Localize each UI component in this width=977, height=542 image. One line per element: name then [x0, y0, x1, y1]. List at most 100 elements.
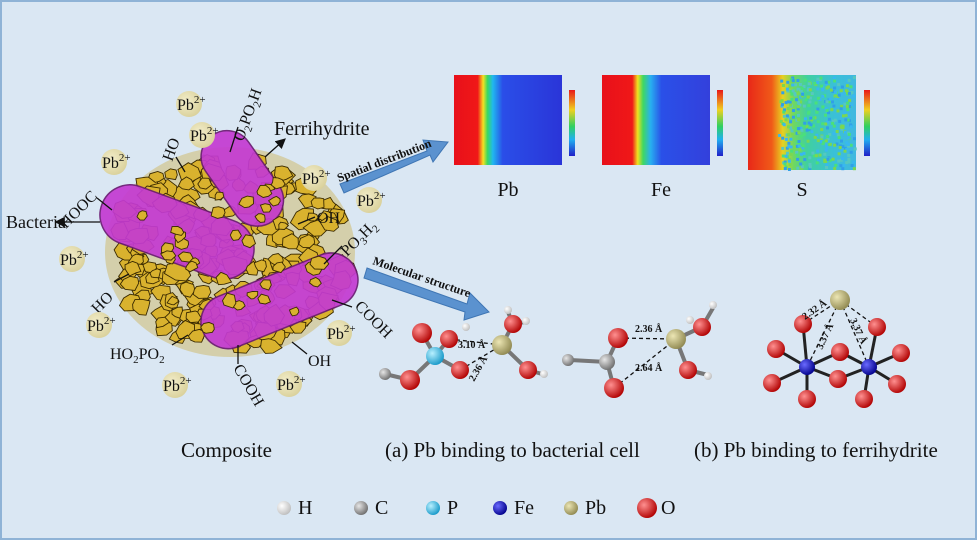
map-s-speckle — [821, 94, 825, 98]
ferrihydrite-particle — [155, 316, 171, 329]
map-s-speckle — [848, 98, 852, 102]
map-s-speckle — [808, 165, 812, 169]
map-s-speckle — [852, 94, 856, 98]
map-s-speckle — [808, 126, 812, 130]
map-s-speckle — [832, 119, 835, 123]
map-s-speckle — [790, 92, 794, 96]
map-s-speckle — [800, 87, 804, 90]
map-s-speckle — [804, 98, 808, 102]
pb-ion-label: Pb2+ — [87, 315, 116, 335]
ferrihydrite-particle — [246, 290, 259, 300]
pb-ion-label: Pb2+ — [102, 152, 131, 172]
ferrihydrite-particle — [136, 210, 148, 221]
pb-ion-label: Pb2+ — [177, 94, 206, 114]
map-s-speckle — [849, 85, 853, 89]
pb-ion-circle — [189, 122, 215, 148]
map-s-speckle — [784, 154, 788, 158]
map-s-speckle — [832, 132, 836, 136]
map-s-speckle — [804, 117, 807, 121]
map-s-speckle — [842, 163, 846, 167]
map-s-speckle — [796, 166, 800, 170]
structure-bacterial-binding-2: 2.36 Å 2.64 Å — [562, 301, 717, 398]
distance-a1: 3.10 Å — [458, 339, 486, 351]
map-s-speckle — [797, 144, 801, 148]
map-s-speckle — [797, 113, 800, 117]
map-s-speckle — [810, 130, 814, 134]
map-s-speckle — [833, 90, 837, 94]
map-s-speckle — [781, 91, 785, 95]
map-s-speckle — [815, 133, 819, 137]
map-s-speckle — [846, 90, 849, 94]
map-s-speckle — [797, 140, 801, 143]
distance-c3: 3.37 Å — [847, 316, 870, 346]
map-s-speckle — [798, 83, 802, 86]
ferrihydrite-particle — [132, 298, 151, 316]
map-s-speckle — [808, 162, 812, 166]
map-s-speckle — [810, 118, 814, 122]
map-s-speckle — [816, 149, 820, 153]
map-s-speckle — [791, 89, 795, 93]
map-label-s: S — [796, 179, 807, 201]
ferrihydrite-particle — [171, 306, 184, 319]
pb-ion-label: Pb2+ — [163, 375, 192, 395]
map-s-speckle — [847, 143, 850, 146]
map-s-speckle — [784, 101, 788, 105]
map-s-speckle — [839, 89, 843, 93]
ferrihydrite-particle — [229, 229, 242, 241]
map-s-speckle — [836, 109, 840, 113]
map-fe: Fe — [602, 75, 723, 201]
group-o2po2h: O2PO2H — [231, 86, 269, 145]
map-s-speckle — [796, 87, 800, 91]
map-s-speckle — [785, 146, 789, 150]
map-s-speckle — [786, 87, 789, 91]
ferrihydrite-particle — [179, 281, 196, 298]
map-s-speckle — [833, 86, 837, 90]
map-s-speckle — [787, 144, 791, 148]
map-s-speckle — [846, 108, 850, 112]
pb-ion-label: Pb2+ — [190, 125, 219, 145]
map-s-speckle — [808, 88, 812, 92]
map-s-speckle — [847, 153, 851, 157]
map-s-speckle — [781, 102, 784, 106]
caption-bacterial: (a) Pb binding to bacterial cell — [385, 438, 640, 462]
map-s-speckle — [780, 79, 784, 83]
map-s-speckle — [800, 134, 803, 138]
map-s-speckle — [801, 146, 805, 150]
map-s-speckle — [827, 117, 831, 121]
map-s-speckle — [783, 167, 787, 171]
map-s-speckle — [840, 139, 843, 143]
map-s-speckle — [789, 152, 793, 156]
map-s-speckle — [811, 151, 815, 155]
map-s-speckle — [789, 137, 793, 141]
group-oh-right: OH — [317, 210, 341, 227]
map-s-speckle — [824, 148, 828, 152]
map-s-speckle — [797, 127, 801, 130]
map-s-speckle — [806, 139, 810, 143]
map-s-speckle — [826, 157, 830, 161]
map-s-speckle — [845, 84, 849, 88]
ferrihydrite-particle — [270, 177, 286, 190]
map-s-speckle — [795, 150, 799, 154]
map-s-speckle — [830, 108, 834, 112]
map-s-speckle — [799, 126, 803, 130]
map-s-speckle — [816, 139, 820, 143]
map-s-speckle — [790, 149, 794, 153]
map-s-speckle — [824, 80, 828, 84]
map-s-speckle — [824, 139, 828, 143]
map-s-speckle — [791, 79, 795, 83]
map-s-speckle — [798, 103, 802, 107]
map-s-speckle — [790, 98, 794, 101]
legend-label-fe: Fe — [514, 497, 534, 519]
map-s-speckle — [798, 166, 802, 170]
caption-ferrihydrite: (b) Pb binding to ferrihydrite — [694, 438, 938, 462]
map-s-speckle — [801, 124, 805, 128]
map-s-speckle — [833, 94, 837, 98]
ferrihydrite-particle — [260, 338, 283, 354]
map-s-speckle — [782, 110, 786, 114]
map-s-speckle — [820, 128, 824, 132]
map-s-speckle — [823, 94, 827, 98]
map-s-speckle — [799, 100, 802, 104]
map-s-speckle — [810, 92, 814, 96]
pb-ion-circle — [59, 246, 85, 272]
map-s-speckle — [786, 107, 790, 110]
